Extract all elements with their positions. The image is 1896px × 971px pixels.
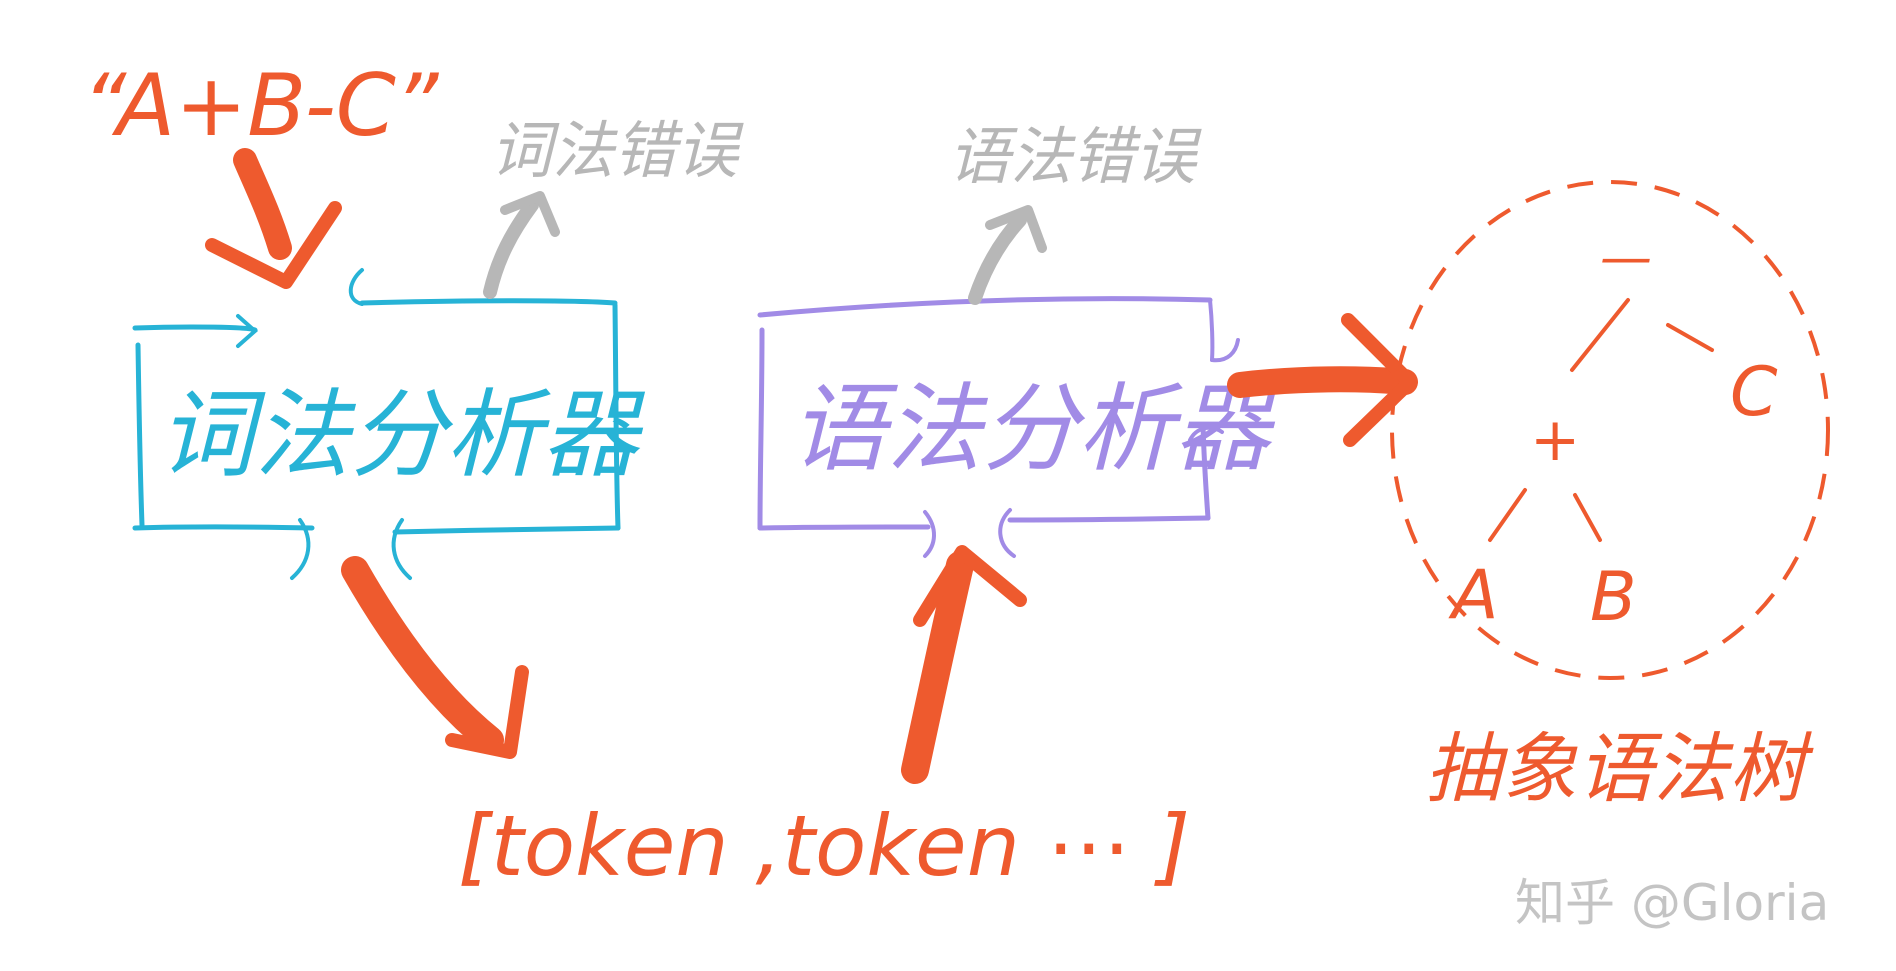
arrow-input-to-lexer [205,148,342,289]
ast-label: 抽象语法树 [1425,724,1814,813]
lexer-box [132,268,621,580]
ast-root-node: — [1600,228,1652,288]
parser-label: 语法分析器 [790,373,1278,485]
arrow-parser-to-syntax-error [968,205,1047,305]
token-list-text: [token ,token ⋯ ] [458,797,1190,895]
parser-box [757,296,1240,558]
syntax-error-text: 语法错误 [948,120,1202,193]
ast-boundary [1390,180,1830,680]
ast-right-leaf-node: B [1590,558,1637,637]
arrow-parser-to-ast [1227,313,1418,447]
ast-plus-node: + [1530,405,1580,475]
ast-left-leaf-node: A [1448,556,1499,635]
watermark-text: 知乎 @Gloria [1515,874,1829,932]
arrow-lexer-to-tokens [341,556,529,759]
arrow-tokens-to-parser [901,545,1027,784]
input-expression-text: “A+B-C” [82,56,440,156]
ast-right-child-node: C [1730,353,1778,432]
arrow-lexer-to-lexical-error [483,191,560,299]
ast-edges [1488,298,1714,542]
lexical-error-text: 词法错误 [490,114,744,187]
lexer-label: 词法分析器 [158,379,646,491]
